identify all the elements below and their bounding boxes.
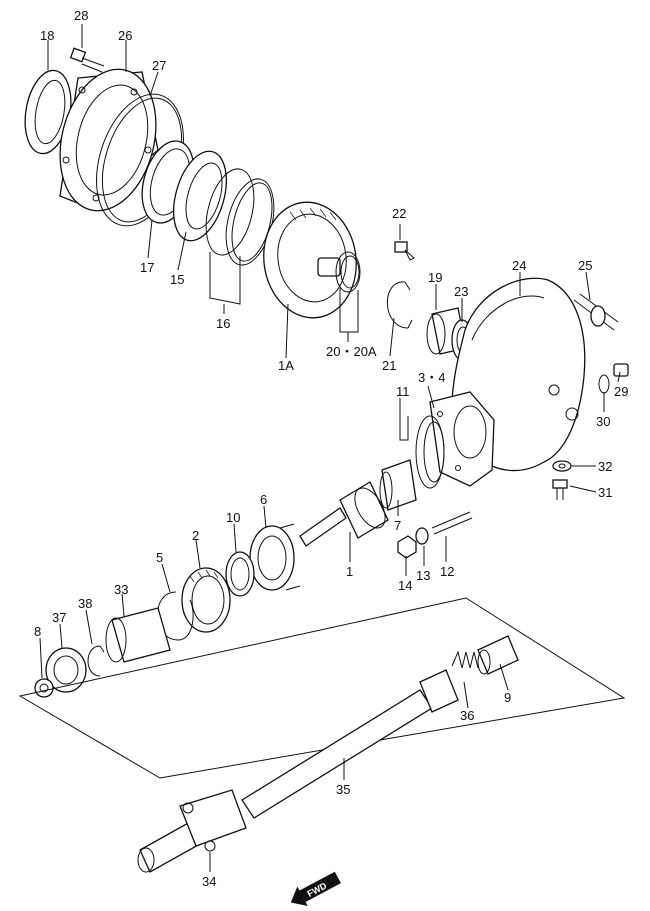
part-35-drive-shaft [241,669,459,819]
label-22: 22 [392,206,406,221]
label-18: 18 [40,28,54,43]
part-1a-ring-gear [263,201,357,319]
part-22-screw [394,241,415,261]
part-21-circlip [386,281,413,329]
part-25-stud [573,293,619,331]
part-9-coupling [477,635,519,675]
label-34: 34 [202,874,216,889]
part-30-gasket [598,374,610,394]
label-7: 7 [394,518,401,533]
label-24: 24 [512,258,526,273]
part-5-circlip [157,591,194,641]
part-13-washer [415,527,429,545]
part-33-coupling [105,607,171,663]
label-29: 29 [614,384,628,399]
label-13: 13 [416,568,430,583]
label-15: 15 [170,272,184,287]
part-8-washer [34,678,54,698]
label-12: 12 [440,564,454,579]
label-35: 35 [336,782,350,797]
part-20-shim [335,251,361,293]
label-11: 11 [396,384,410,399]
label-17: 17 [140,260,154,275]
label-2: 2 [192,528,199,543]
label-1a: 1A [278,358,294,373]
label-37: 37 [52,610,66,625]
label-9: 9 [504,690,511,705]
label-16: 16 [216,316,230,331]
label-38: 38 [78,596,92,611]
part-16-shim-set [205,168,275,266]
part-26-bearing-cover [59,68,159,212]
label-8: 8 [34,624,41,639]
label-14: 14 [398,578,412,593]
label-33: 33 [114,582,128,597]
part-14-nut [397,535,417,559]
label-25: 25 [578,258,592,273]
label-3-4: 3・4 [418,370,445,385]
label-10: 10 [226,510,240,525]
part-31-bolt [552,479,568,500]
label-26: 26 [118,28,132,43]
label-5: 5 [156,550,163,565]
part-34-universal-joint [137,789,247,873]
label-19: 19 [428,270,442,285]
label-1: 1 [346,564,353,579]
part-2-bearing-retainer [181,567,231,633]
part-6-bearing [249,523,301,591]
label-32: 32 [598,459,612,474]
label-31: 31 [598,485,612,500]
part-24-gear-case [429,277,586,487]
label-21: 21 [382,358,396,373]
part-32-washer [552,460,572,472]
part-1-pinion-gear [299,481,389,547]
leader-lines [39,24,621,872]
part-37-seal [45,647,87,693]
part-labels: 28 18 26 27 17 15 16 1A 20・20A 21 22 19 … [34,8,628,889]
part-10-ring [225,551,255,597]
drive-shaft-frame [18,597,626,779]
part-29-drain-plug [613,363,629,377]
label-36: 36 [460,708,474,723]
label-30: 30 [596,414,610,429]
label-20-20a: 20・20A [326,344,377,359]
forward-arrow-icon: FWD [290,871,341,906]
part-38-circlip [87,645,105,677]
part-28-bolt [69,47,105,73]
part-7-coupling [379,459,417,511]
part-36-spring [451,650,479,669]
part-12-stud [431,511,473,535]
label-6: 6 [260,492,267,507]
label-28: 28 [74,8,88,23]
label-27: 27 [152,58,166,73]
part-15-bearing [173,150,227,242]
label-23: 23 [454,284,468,299]
part-11-gasket [415,415,445,489]
